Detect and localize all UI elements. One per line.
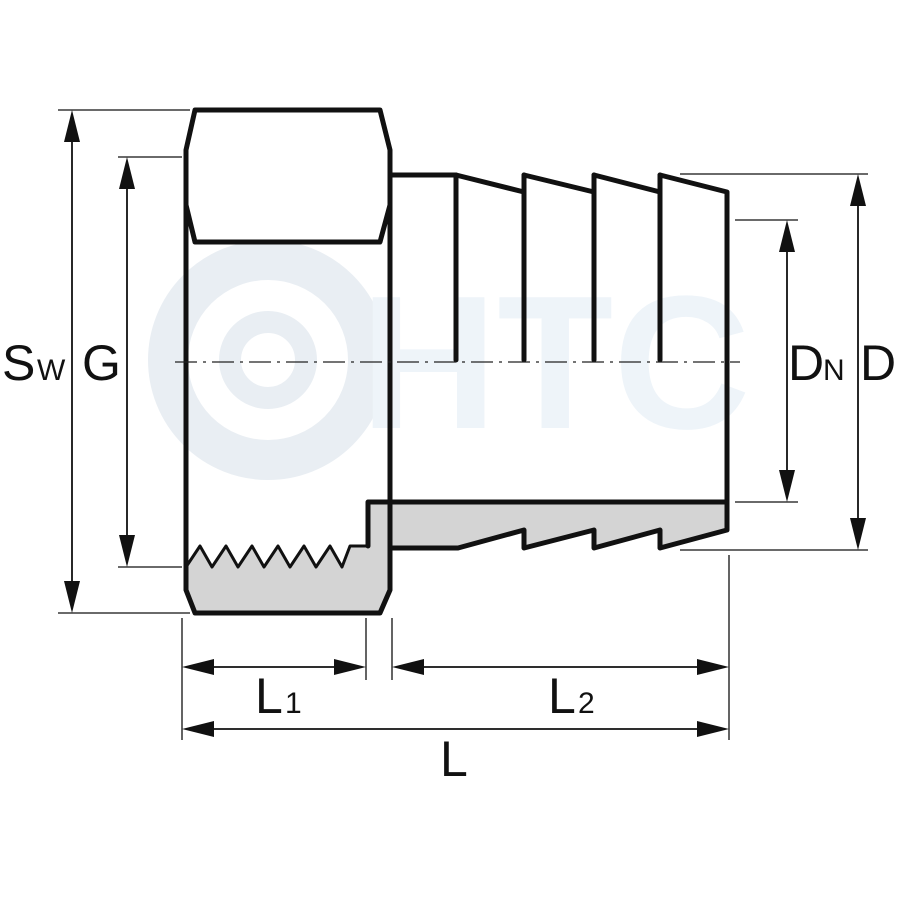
label-l: L: [440, 731, 468, 787]
nut-section-fill: [184, 500, 392, 615]
label-dn-sub: N: [823, 354, 845, 387]
label-l2-sub: 2: [578, 687, 595, 720]
dimension-l1: [182, 659, 366, 675]
watermark-ring-icon: [148, 240, 388, 480]
label-l2: L: [548, 668, 576, 724]
watermark-text: HTC: [360, 257, 750, 469]
watermark-dot-icon: [219, 311, 317, 409]
label-dn: D: [788, 335, 824, 391]
label-l1-sub: 1: [285, 687, 302, 720]
hex-nut-flat-line: [183, 202, 393, 245]
dimension-d: [850, 174, 866, 550]
label-g: G: [82, 335, 121, 391]
barb-lines: [453, 172, 663, 363]
bore-step-line: [365, 499, 730, 549]
dimension-dn: [779, 220, 795, 502]
dimension-g: [119, 157, 135, 567]
extension-lines: [58, 109, 868, 740]
dimension-l2: [392, 659, 729, 675]
dimension-sw: [64, 110, 80, 613]
label-d: D: [860, 335, 896, 391]
hex-nut-outline: [183, 107, 393, 616]
watermark-logo: HTC: [148, 240, 750, 480]
label-l1: L: [255, 668, 283, 724]
label-sw-sub: W: [37, 354, 66, 387]
dimension-l: [182, 721, 729, 737]
label-sw: S: [2, 335, 35, 391]
